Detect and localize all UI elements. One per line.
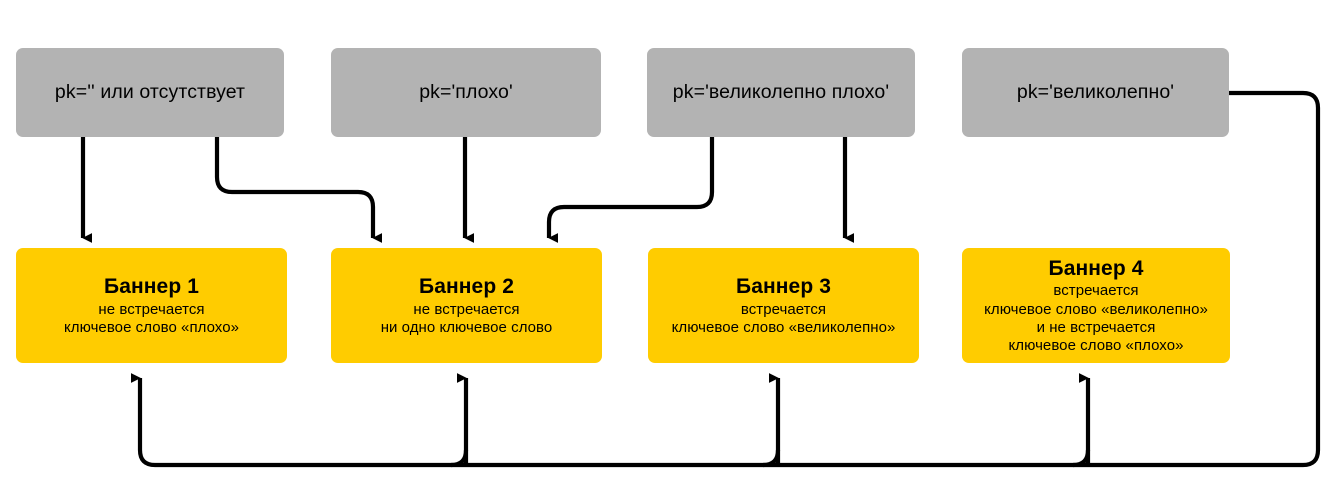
banner-box-3[interactable]: Баннер 3 встречается ключевое слово «вел… [648, 248, 919, 363]
condition-label-1: pk='' или отсутствует [54, 80, 246, 103]
condition-box-4[interactable]: pk='великолепно' [962, 48, 1229, 137]
condition-box-1[interactable]: pk='' или отсутствует [16, 48, 284, 137]
banner-title-3: Баннер 3 [736, 274, 831, 298]
banner-line-4-2: ключевое слово «великолепно» [984, 300, 1208, 318]
banner-line-3-1: встречается [740, 300, 827, 318]
edge-cond4-bus [130, 90, 1321, 468]
banner-line-4-1: встречается [1053, 282, 1139, 300]
edge-cond3-banner2 [546, 137, 715, 243]
banner-title-2: Баннер 2 [419, 274, 514, 298]
bus-fillet-banner4 [1072, 449, 1091, 468]
banner-line-1-2: ключевое слово «плохо» [64, 318, 239, 336]
bus-fillet-banner2 [450, 449, 469, 468]
condition-box-2[interactable]: pk='плохо' [331, 48, 601, 137]
banner-title-4: Баннер 4 [1048, 256, 1144, 280]
banner-line-4-4: ключевое слово «плохо» [1008, 337, 1184, 355]
banner-line-2-1: не встречается [413, 300, 520, 318]
condition-label-2: pk='плохо' [419, 80, 513, 103]
edge-cond1-banner2 [214, 137, 383, 243]
condition-box-3[interactable]: pk='великолепно плохо' [647, 48, 915, 137]
banner-box-1[interactable]: Баннер 1 не встречается ключевое слово «… [16, 248, 287, 363]
banner-line-4-3: и не встречается [1036, 318, 1156, 336]
condition-label-3: pk='великолепно плохо' [672, 80, 890, 103]
banner-line-3-2: ключевое слово «великолепно» [671, 318, 896, 336]
banner-box-4[interactable]: Баннер 4 встречается ключевое слово «вел… [962, 248, 1230, 363]
condition-label-4: pk='великолепно' [1016, 80, 1175, 103]
bus-fillet-banner3 [762, 449, 781, 468]
banner-line-2-2: ни одно ключевое слово [380, 318, 553, 336]
banner-line-1-1: не встречается [98, 300, 205, 318]
banner-title-1: Баннер 1 [104, 274, 199, 298]
banner-box-2[interactable]: Баннер 2 не встречается ни одно ключевое… [331, 248, 602, 363]
